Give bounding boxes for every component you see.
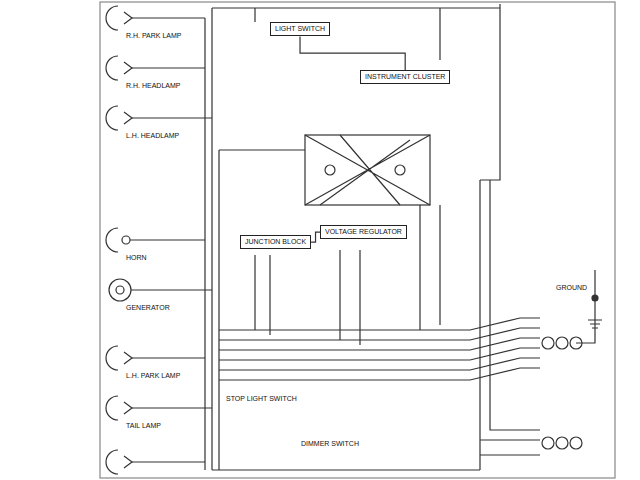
part-label: GROUND bbox=[555, 284, 588, 292]
part-label: GENERATOR bbox=[125, 304, 171, 312]
part-label: DIMMER SWITCH bbox=[300, 440, 360, 448]
lamp-symbols bbox=[106, 6, 132, 474]
component-box: LIGHT SWITCH bbox=[270, 22, 330, 36]
component-label: VOLTAGE REGULATOR bbox=[325, 228, 402, 236]
component-label: LIGHT SWITCH bbox=[275, 25, 325, 33]
component-box: INSTRUMENT CLUSTER bbox=[360, 70, 450, 84]
part-label: HORN bbox=[125, 254, 148, 262]
part-label: R.H. HEADLAMP bbox=[125, 82, 181, 90]
part-label: R.H. PARK LAMP bbox=[125, 32, 183, 40]
wire-connector bbox=[300, 36, 405, 70]
component-label: JUNCTION BLOCK bbox=[245, 238, 306, 246]
frame bbox=[100, 2, 615, 478]
wire-connector bbox=[311, 232, 320, 242]
part-label: TAIL LAMP bbox=[125, 422, 162, 430]
part-label: STOP LIGHT SWITCH bbox=[225, 395, 298, 403]
part-label: L.H. PARK LAMP bbox=[125, 372, 181, 380]
component-box: JUNCTION BLOCK bbox=[240, 235, 311, 249]
component-box: VOLTAGE REGULATOR bbox=[320, 225, 407, 239]
part-label: L.H. HEADLAMP bbox=[125, 132, 180, 140]
component-label: INSTRUMENT CLUSTER bbox=[365, 73, 445, 81]
